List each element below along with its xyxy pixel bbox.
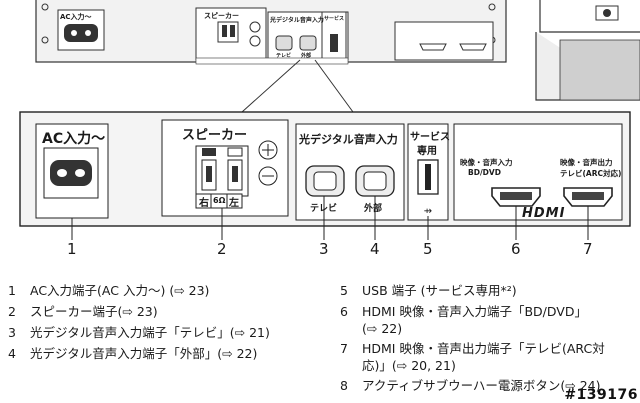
top-tv-label: テレビ — [276, 53, 292, 59]
ac-input-label: AC入力〜 — [42, 131, 106, 147]
optical-input-label: 光デジタル音声入力 — [299, 133, 398, 146]
callout-7: 7 — [583, 240, 593, 258]
service-label-line2: 専用 — [417, 146, 437, 157]
optical-tv-label: テレビ — [310, 204, 338, 214]
hdmi-out-label-line1: 映像・音声出力 — [560, 158, 613, 167]
optical-ext-label: 外部 — [364, 204, 383, 214]
callout-2: 2 — [217, 240, 227, 258]
speaker-label: スピーカー — [182, 128, 248, 143]
hdmi-in-label-line1: 映像・音声入力 — [460, 158, 513, 167]
callout-5: 5 — [423, 240, 433, 258]
top-optical-label: 光デジタル音声入力 — [270, 17, 324, 24]
top-service-label: サービス — [324, 16, 345, 22]
device-rear-panel — [35, 0, 507, 65]
zoom-leader-lines — [241, 59, 354, 113]
svg-text:⇸: ⇸ — [424, 206, 432, 217]
device-side-view — [535, 0, 640, 101]
speaker-right-label: 右 — [199, 198, 209, 209]
callout-1: 1 — [67, 240, 77, 258]
callout-6: 6 — [511, 240, 521, 258]
top-ac-label: AC入力〜 — [60, 13, 92, 21]
hdmi-logo: HDMI — [522, 206, 566, 221]
top-ext-label: 外部 — [301, 53, 312, 59]
callout-4: 4 — [370, 240, 380, 258]
hdmi-in-label-line2: BD/DVD — [468, 168, 501, 177]
zoomed-panel: ⇸ — [19, 111, 631, 240]
callout-3: 3 — [319, 240, 329, 258]
speaker-left-label: 左 — [229, 198, 239, 209]
rear-panel-diagram: ⇸ — [19, 0, 640, 240]
watermark-id: #139176 — [564, 387, 638, 403]
speaker-ohm-label: 6Ω — [213, 196, 226, 205]
service-label-line1: サービス — [410, 132, 450, 143]
top-speaker-label: スピーカー — [204, 12, 239, 20]
hdmi-out-label-line2: テレビ(ARC対応) — [560, 169, 622, 178]
